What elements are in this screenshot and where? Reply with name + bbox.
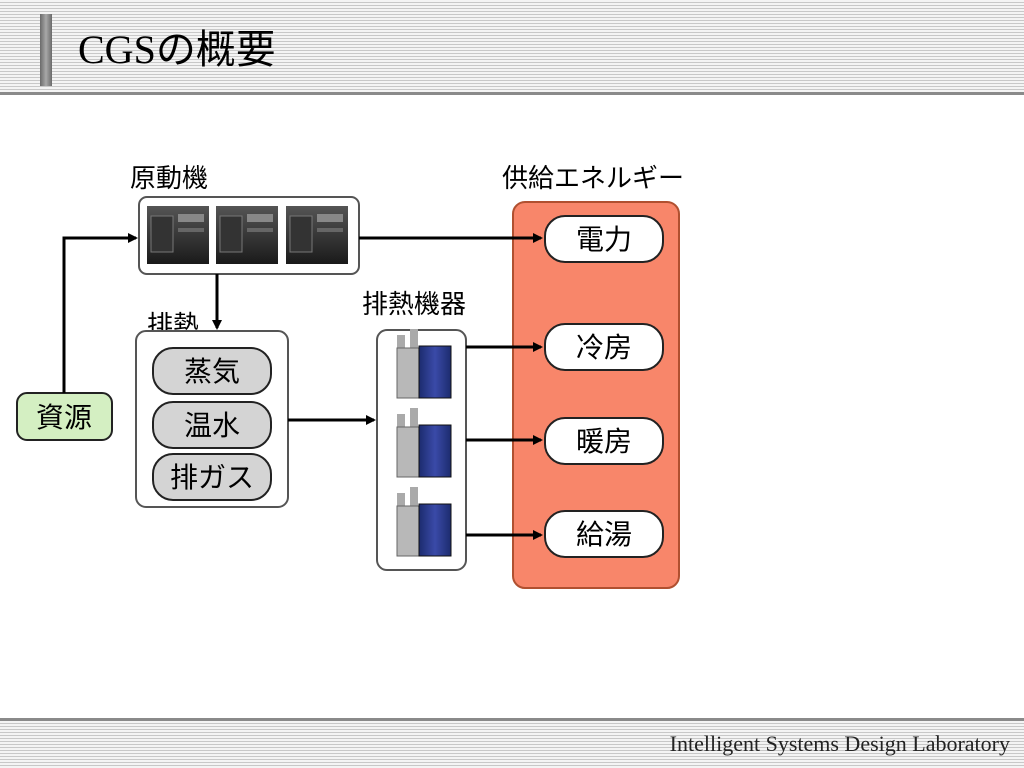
exhaust-item-box <box>152 453 272 501</box>
heat-recovery-unit <box>396 487 452 557</box>
exhaust-item-box <box>152 401 272 449</box>
energy-item-box <box>544 215 664 263</box>
heat-recovery-unit <box>396 329 452 399</box>
energy-panel <box>512 201 680 589</box>
heat-equipment-label: 排熱機器 <box>362 290 466 320</box>
header-band <box>0 0 1024 95</box>
generator-unit <box>147 206 209 264</box>
energy-label: 供給エネルギー <box>502 164 684 194</box>
generator-unit <box>216 206 278 264</box>
footer-lab-name: Intelligent Systems Design Laboratory <box>669 731 1010 756</box>
exhaust-item-steam: 蒸気 <box>184 355 240 388</box>
energy-item-cooling: 冷房 <box>576 331 632 364</box>
energy-item-hot-water-supply: 給湯 <box>576 518 632 551</box>
exhaust-item-hot-water: 温水 <box>184 409 240 442</box>
footer-band <box>0 718 1024 768</box>
exhaust-item-exhaust-gas: 排ガス <box>170 461 254 494</box>
energy-item-heating: 暖房 <box>576 425 632 458</box>
prime-mover-label: 原動機 <box>130 164 208 194</box>
resource-label: 資源 <box>36 401 92 434</box>
slide-title: CGSの概要 <box>78 27 276 72</box>
generator-unit <box>286 206 348 264</box>
energy-item-box <box>544 510 664 558</box>
energy-item-box <box>544 323 664 371</box>
energy-item-electricity: 電力 <box>576 223 632 256</box>
title-accent-bar <box>40 14 52 86</box>
footer-divider <box>0 718 1024 721</box>
heat-recovery-unit <box>396 408 452 478</box>
energy-item-box <box>544 417 664 465</box>
header-divider <box>0 92 1024 95</box>
exhaust-item-box <box>152 347 272 395</box>
arrow-resource-to-prime-mover <box>62 233 138 393</box>
